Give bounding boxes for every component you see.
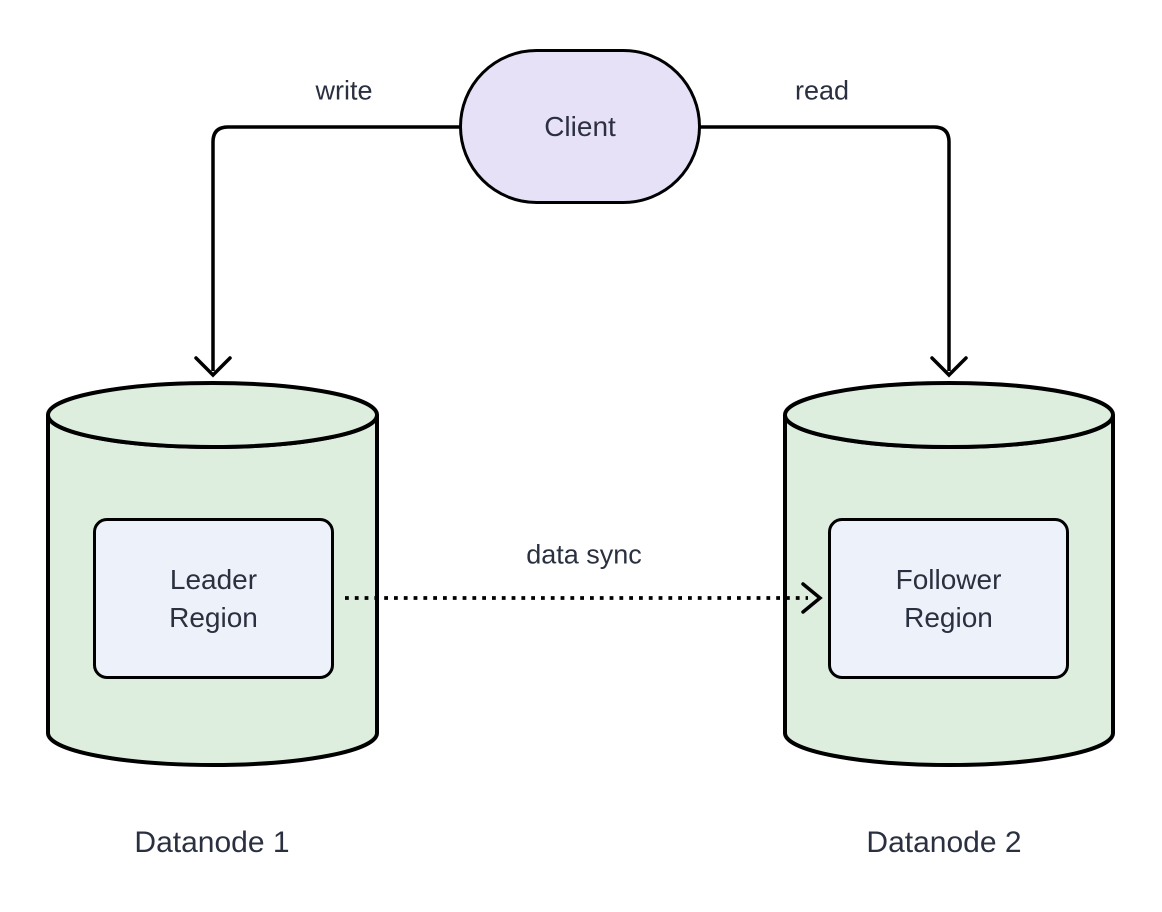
- edge-label-data-sync: data sync: [520, 539, 648, 571]
- datanode-2-label: Datanode 2: [866, 826, 1022, 859]
- datanode-1-label: Datanode 1: [134, 826, 290, 859]
- edge-label-read: read: [788, 75, 856, 107]
- edge-label-write: write: [309, 75, 379, 107]
- client-node: Client: [459, 49, 701, 204]
- data-sync-arrow: [345, 582, 823, 614]
- leader-region-label: Leader Region: [169, 563, 258, 633]
- leader-region-node: Leader Region: [93, 518, 334, 679]
- follower-region-label: Follower Region: [895, 563, 1002, 633]
- data-sync-arrowhead-icon: [801, 582, 823, 614]
- write-arrowhead-icon: [194, 356, 232, 378]
- read-arrow: [700, 125, 968, 378]
- client-label: Client: [544, 110, 616, 142]
- read-arrowhead-icon: [930, 356, 968, 378]
- write-arrow: [194, 125, 460, 378]
- follower-region-node: Follower Region: [828, 518, 1069, 679]
